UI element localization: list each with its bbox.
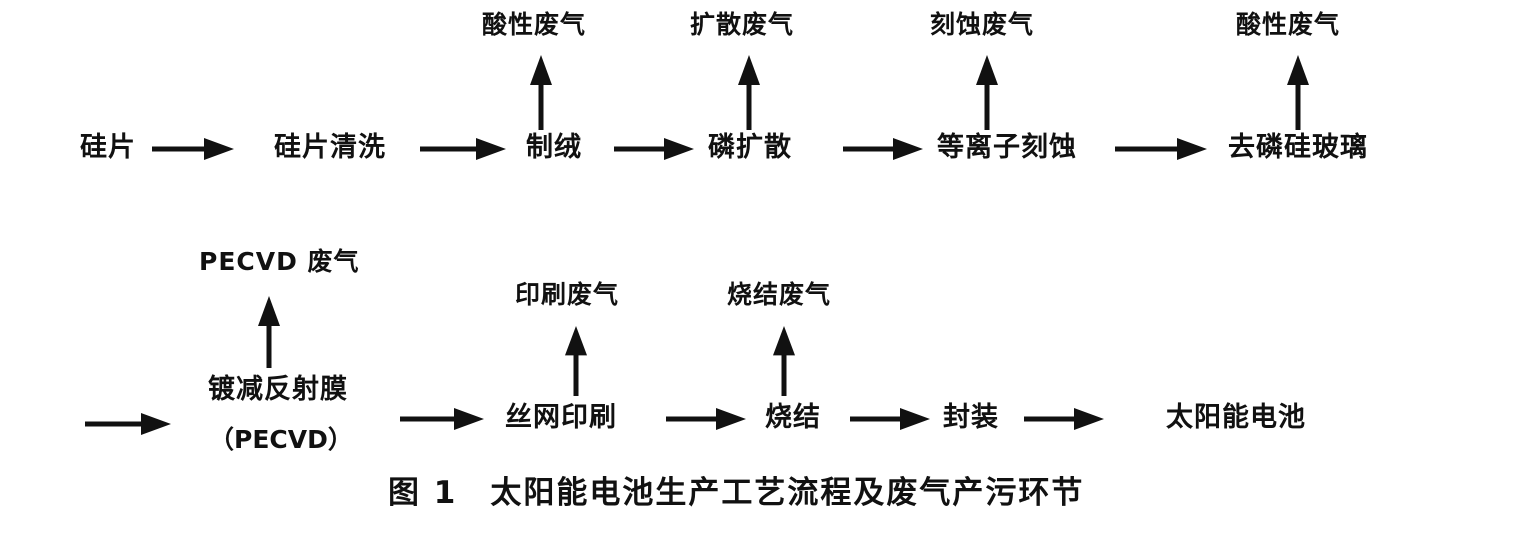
emission-printing-arrow xyxy=(563,326,589,396)
emission-pecvd-arrow xyxy=(256,296,282,368)
emission-printing-label: 印刷废气 xyxy=(515,280,620,309)
row1-flow-arrow-4 xyxy=(843,136,923,162)
emission-etching-arrow xyxy=(974,55,1000,130)
row1-flow-arrow-1 xyxy=(152,136,234,162)
emission-diffusion-label: 扩散废气 xyxy=(690,10,795,39)
step-psg-removal: 去磷硅玻璃 xyxy=(1228,132,1368,163)
step-solar-cell: 太阳能电池 xyxy=(1166,402,1306,433)
step-plasma-etching: 等离子刻蚀 xyxy=(937,132,1077,163)
row2-flow-arrow-3 xyxy=(850,406,930,432)
step-phosphorus-diffusion: 磷扩散 xyxy=(708,132,792,163)
row2-flow-arrow-2 xyxy=(666,406,746,432)
emission-acid-2-arrow xyxy=(1285,55,1311,130)
emission-acid-2-label: 酸性废气 xyxy=(1236,10,1341,39)
step-texturing: 制绒 xyxy=(526,132,582,163)
row2-flow-arrow-4 xyxy=(1024,406,1104,432)
row1-flow-arrow-5 xyxy=(1115,136,1207,162)
row1-flow-arrow-2 xyxy=(420,136,506,162)
row1-flow-arrow-3 xyxy=(614,136,694,162)
step-ar-coating: 镀减反射膜 xyxy=(208,374,348,405)
emission-sintering-label: 烧结废气 xyxy=(727,280,832,309)
step-ar-coating-sublabel: （PECVD） xyxy=(209,425,353,454)
emission-etching-label: 刻蚀废气 xyxy=(930,10,1035,39)
row2-lead-in-arrow xyxy=(85,411,171,437)
emission-diffusion-arrow xyxy=(736,55,762,130)
row2-flow-arrow-1 xyxy=(400,406,484,432)
emission-sintering-arrow xyxy=(771,326,797,396)
emission-pecvd-label: PECVD 废气 xyxy=(199,247,360,276)
step-wafer-cleaning: 硅片清洗 xyxy=(274,132,386,163)
step-sintering: 烧结 xyxy=(765,402,821,433)
emission-acid-1-arrow xyxy=(528,55,554,130)
emission-acid-1-label: 酸性废气 xyxy=(482,10,587,39)
step-encapsulation: 封装 xyxy=(943,402,999,433)
step-silicon-wafer: 硅片 xyxy=(80,132,136,163)
figure-caption: 图 1 太阳能电池生产工艺流程及废气产污环节 xyxy=(388,475,1085,511)
step-screen-printing: 丝网印刷 xyxy=(505,402,617,433)
